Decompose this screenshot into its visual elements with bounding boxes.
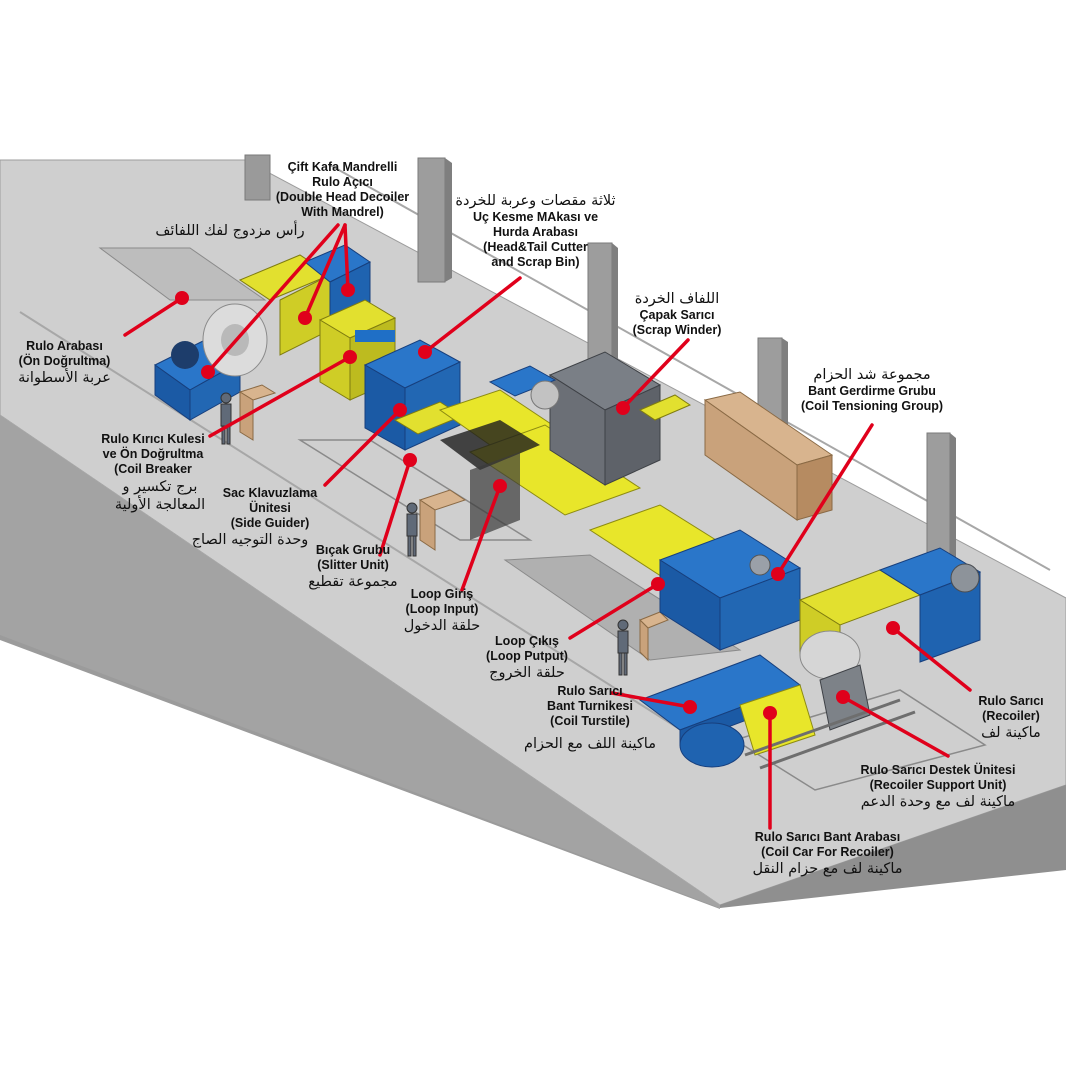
label-coil-tensioning: مجموعة شد الحزام Bant Gerdirme Grubu (Co… (800, 367, 944, 413)
leader-coil-tensioning (776, 423, 874, 576)
leader-decoiler-a-dot (298, 311, 312, 325)
leader-slitter (378, 458, 412, 557)
recoiler-machine (798, 547, 982, 681)
label-coil-breaker-arabic: برج تكسير و المعالجة الأولية (114, 479, 206, 513)
label-double-head-decoiler-arabic: رأس مزدوج لفك اللفائف (155, 223, 305, 239)
label-slitter-unit: Bıçak Grubu (Slitter Unit) مجموعة تقطيع (308, 543, 398, 590)
label-recoiler: Rulo Sarıcı (Recoiler) ماكينة لف (978, 694, 1044, 741)
label-loop-input: Loop Giriş (Loop Input) حلقة الدخول (403, 587, 481, 634)
leader-coil-car-dot (175, 291, 189, 305)
leader-decoiler-b (343, 223, 350, 292)
label-side-guider: Sac Klavuzlama Ünitesi (Side Guider) (222, 486, 318, 530)
label-loop-output: Loop Çıkış (Loop Putput) حلقة الخروج (486, 634, 568, 681)
leader-side-guider-dot (393, 403, 407, 417)
label-recoiler-support: Rulo Sarıcı Destek Ünitesi (Recoiler Sup… (860, 763, 1016, 810)
leader-coil-car-recoiler-dot (763, 706, 777, 720)
label-scrap-winder: اللفاف الخردة Çapak Sarıcı (Scrap Winder… (632, 291, 722, 337)
leader-coil-breaker-dot (343, 350, 357, 364)
leader-decoiler-c-dot (201, 365, 215, 379)
head-tail-cutter (363, 339, 464, 451)
coil-turnstile-machine (638, 654, 816, 768)
leader-recoiler-support (841, 695, 950, 758)
carton-stacks (238, 384, 834, 662)
label-head-tail-cutter: ثلاثة مقصات وعربة للخردة Uç Kesme MAkası… (455, 193, 616, 269)
leader-recoiler-dot (886, 621, 900, 635)
leader-coil-breaker (208, 355, 352, 438)
leader-coil-car (123, 296, 184, 337)
label-double-head-decoiler: Çift Kafa Mandrelli Rulo Açıcı (Double H… (275, 160, 410, 219)
leader-loop-output (568, 582, 660, 640)
leader-side-guider (323, 408, 402, 487)
label-coil-car: Rulo Arabası (Ön Doğrultma) عربة الأسطوا… (18, 339, 111, 386)
leader-scrap-winder-dot (616, 401, 630, 415)
floor-slab (0, 159, 1066, 1066)
leader-coil-turnstile-dot (683, 700, 697, 714)
leader-recoiler-support-dot (836, 690, 850, 704)
leader-loop-output-dot (651, 577, 665, 591)
label-side-guider-arabic: وحدة التوجيه الصاج (191, 532, 309, 548)
leader-slitter-dot (403, 453, 417, 467)
label-coil-turnstile-arabic: ماكينة اللف مع الحزام (524, 736, 656, 752)
leader-loop-input-dot (493, 479, 507, 493)
leader-scrap-winder (621, 338, 690, 410)
leader-decoiler-c (206, 223, 340, 374)
label-coil-car-recoiler: Rulo Sarıcı Bant Arabası (Coil Car For R… (752, 830, 903, 877)
coil-tensioning-machine (658, 529, 802, 651)
workers (220, 392, 629, 676)
callout-leaders (123, 223, 972, 830)
leader-head-tail-cutter-dot (418, 345, 432, 359)
leader-loop-input (460, 484, 502, 592)
leader-head-tail-cutter (423, 276, 522, 354)
label-coil-breaker: Rulo Kırıcı Kulesi ve Ön Doğrultma (Coil… (101, 432, 205, 476)
leader-decoiler-a (303, 223, 347, 320)
leader-coil-tensioning-dot (771, 567, 785, 581)
leader-coil-turnstile (610, 691, 692, 709)
leader-decoiler-b-dot (341, 283, 355, 297)
leader-recoiler (891, 626, 972, 692)
label-coil-turnstile: Rulo Sarıcı Bant Turnikesi (Coil Turstil… (547, 684, 633, 728)
